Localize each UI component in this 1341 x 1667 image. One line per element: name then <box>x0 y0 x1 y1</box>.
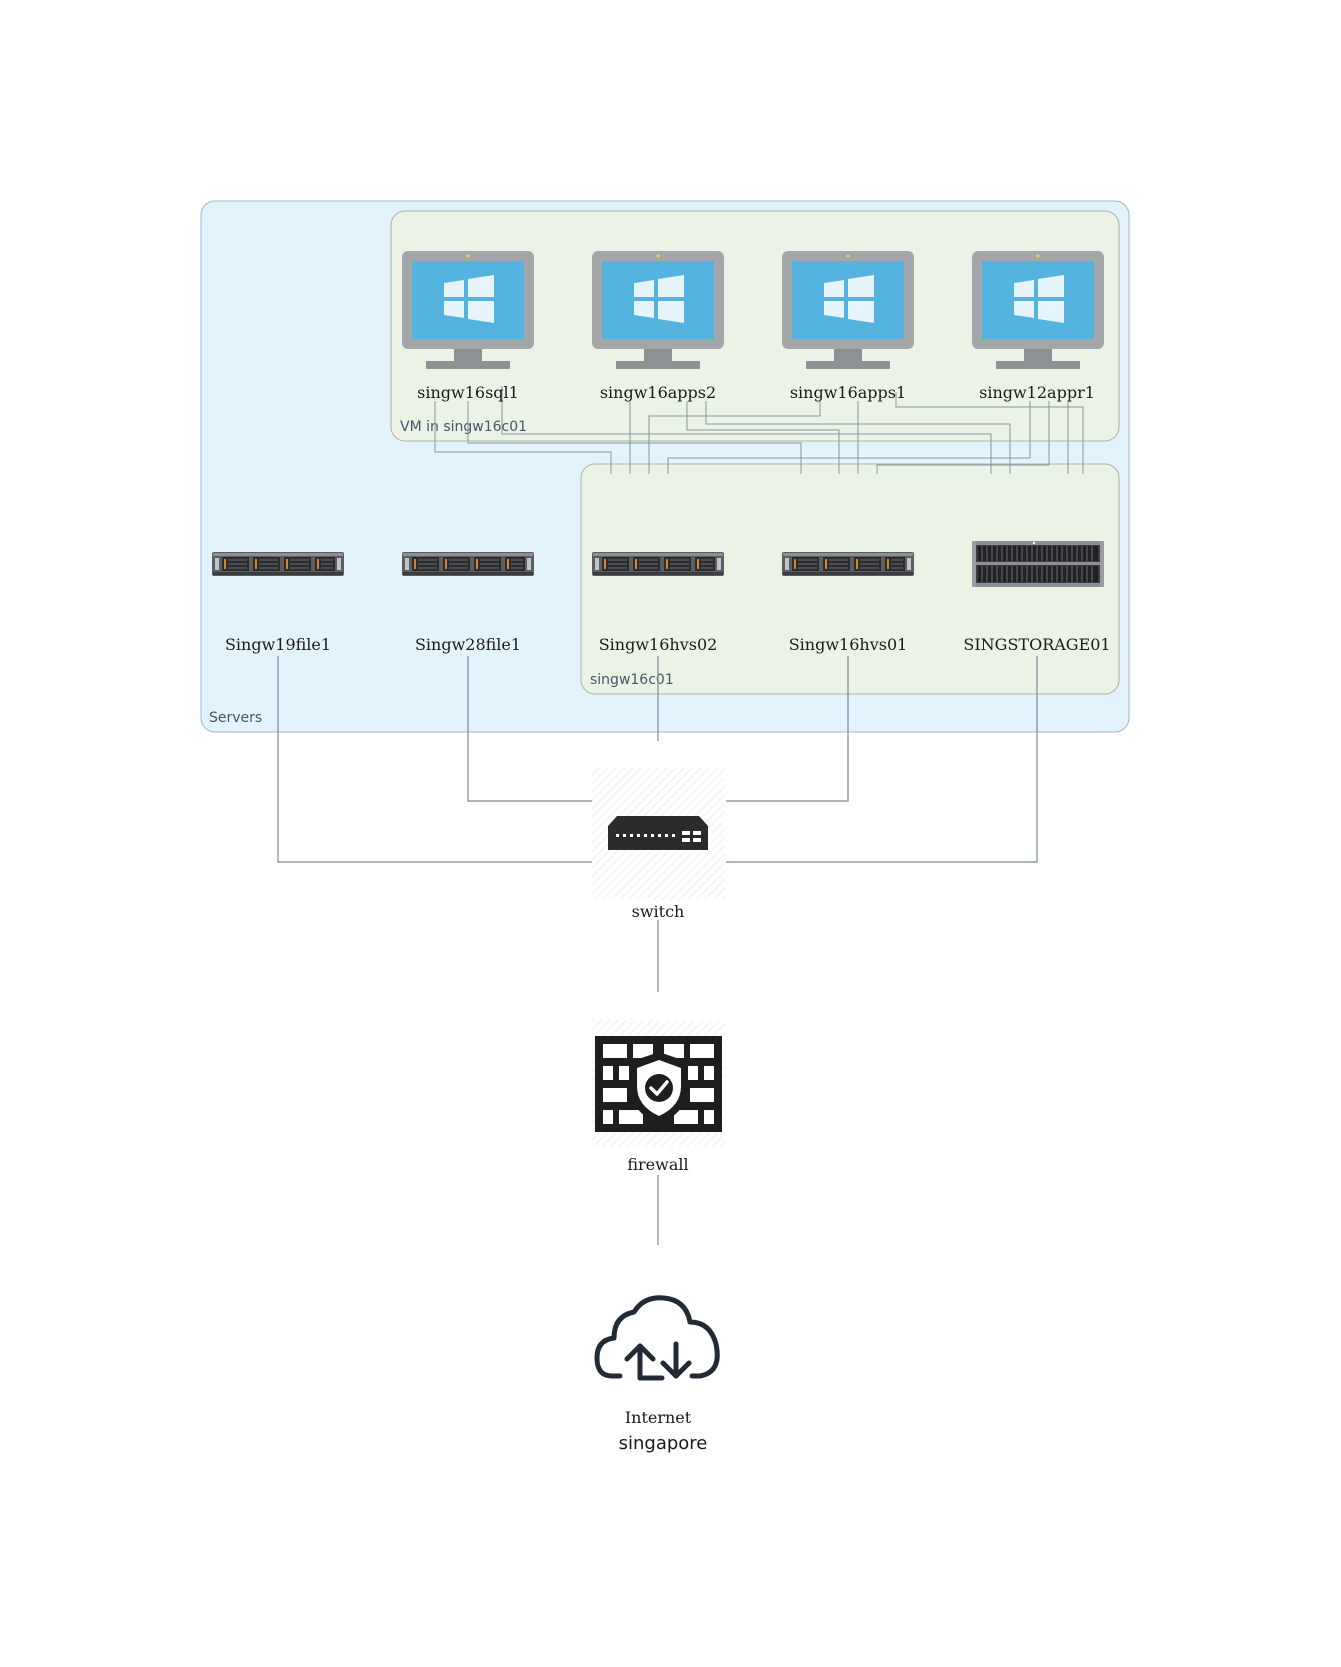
site-label: singapore <box>619 1433 708 1454</box>
cloud-upload-download-icon <box>594 1295 720 1381</box>
rack-server-icon <box>782 552 914 576</box>
server-singw19file1[interactable]: Singw19file1 <box>212 552 344 654</box>
vm-group <box>390 210 1120 442</box>
servers-group-label: Servers <box>209 710 262 726</box>
network-switch-icon <box>608 816 708 850</box>
server-singw16hvs01[interactable]: Singw16hvs01 <box>782 552 914 654</box>
server-label: Singw16hvs01 <box>789 635 908 654</box>
rack-server-icon <box>592 552 724 576</box>
server-label: SINGSTORAGE01 <box>963 635 1110 654</box>
server-label: Singw28file1 <box>415 635 521 654</box>
rack-server-icon <box>402 552 534 576</box>
vm-singw16apps1[interactable]: singw16apps1 <box>782 251 914 402</box>
cluster-group <box>580 463 1120 695</box>
firewall-node[interactable]: firewall <box>592 1020 725 1174</box>
internet-label: Internet <box>625 1408 692 1427</box>
server-label: Singw19file1 <box>225 635 331 654</box>
internet-node[interactable]: Internet <box>594 1295 720 1427</box>
vm-label: singw12appr1 <box>979 383 1095 402</box>
firewall-label: firewall <box>627 1155 688 1174</box>
storage-array-icon <box>971 540 1105 588</box>
switch-node[interactable]: switch <box>592 768 725 921</box>
server-singw28file1[interactable]: Singw28file1 <box>402 552 534 654</box>
vm-label: singw16sql1 <box>417 383 519 402</box>
vm-singw16sql1[interactable]: singw16sql1 <box>402 251 534 402</box>
server-label: Singw16hvs02 <box>599 635 718 654</box>
vm-group-label: VM in singw16c01 <box>400 419 527 435</box>
vm-singw12appr1[interactable]: singw12appr1 <box>972 251 1104 402</box>
server-switch-connections <box>277 656 1038 1245</box>
storage-singstorage01[interactable]: SINGSTORAGE01 <box>963 540 1111 654</box>
rack-server-icon <box>212 552 344 576</box>
firewall-shield-icon <box>595 1036 722 1132</box>
vm-label: singw16apps2 <box>600 383 716 402</box>
vm-label: singw16apps1 <box>790 383 906 402</box>
cluster-group-label: singw16c01 <box>590 672 674 688</box>
switch-label: switch <box>632 902 685 921</box>
vm-singw16apps2[interactable]: singw16apps2 <box>592 251 724 402</box>
vm-cluster-connections <box>434 386 1084 474</box>
server-singw16hvs02[interactable]: Singw16hvs02 <box>592 552 724 654</box>
